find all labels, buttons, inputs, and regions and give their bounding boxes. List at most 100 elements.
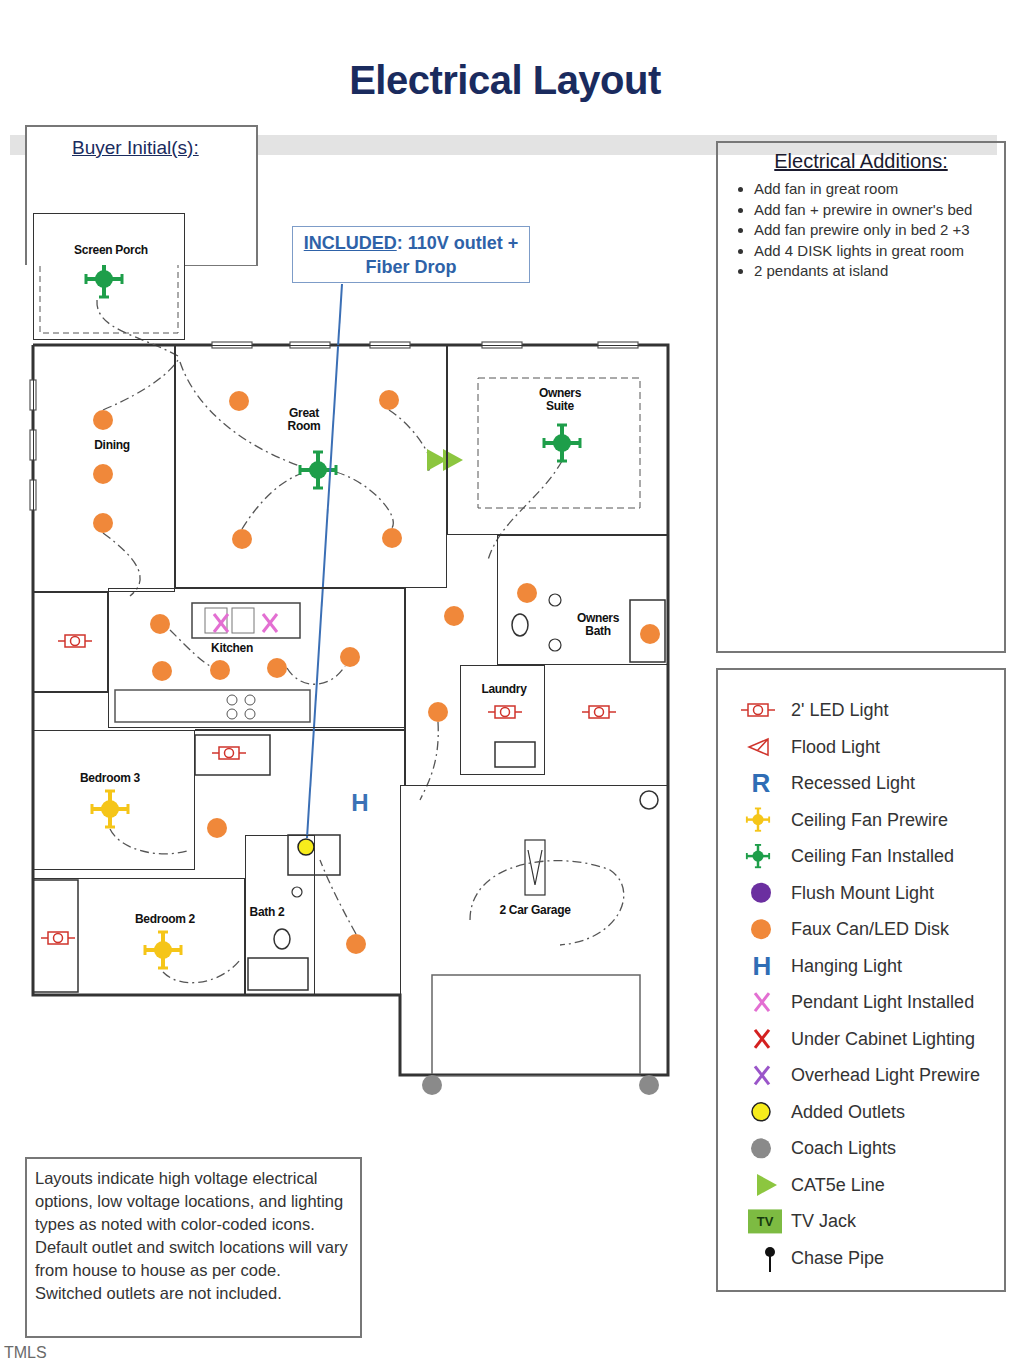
wall-lines: [640, 791, 658, 809]
wall-lines: [227, 709, 237, 719]
switch-wiring: [320, 860, 356, 934]
wall-lines: [630, 600, 665, 662]
plan-fixtures: [207, 818, 227, 838]
room-area: Owners Bath: [497, 535, 668, 665]
legend-swatch-group: [752, 1103, 770, 1121]
label-anchor: R: [752, 769, 771, 797]
plan-fixtures: [58, 635, 92, 647]
room-label: Owners Suite: [534, 387, 586, 413]
wall-lines: [245, 709, 255, 719]
room-area: Bedroom 3: [33, 730, 195, 870]
wall-lines: [195, 735, 270, 775]
room-label: Screen Porch: [73, 244, 149, 257]
legend-text: Ceiling Fan Prewire: [791, 810, 948, 830]
plan-fixtures: [267, 658, 287, 678]
wall-lines: [274, 929, 290, 949]
plan-fixtures: [229, 391, 249, 411]
plan-fixtures: [93, 410, 113, 430]
wall-lines: [288, 835, 340, 875]
plan-fixtures: [640, 624, 660, 644]
wall-lines: [549, 639, 561, 651]
plan-fixtures: [379, 390, 399, 410]
switch-wiring: [170, 630, 210, 666]
switch-wiring: [488, 461, 562, 560]
switch-wiring: [163, 960, 240, 983]
wall-lines: [192, 603, 300, 638]
wall-lines: [512, 614, 528, 636]
legend-row: Ceiling Fan Installed: [718, 838, 1004, 875]
watermark: TMLS: [4, 1344, 47, 1362]
switch-wiring: [420, 722, 438, 800]
legend-row: Pendant Light Installed: [718, 984, 1004, 1021]
legend-text: Pendant Light Installed: [791, 992, 974, 1012]
legend-icons: [747, 845, 769, 867]
plan-fixtures: [214, 614, 228, 632]
legend-icons: [749, 739, 768, 755]
plan-fixtures: [422, 1075, 442, 1095]
legend-row: Flush Mount Light: [718, 875, 1004, 912]
legend-row: Flood Light: [718, 729, 1004, 766]
plan-fixtures: [444, 606, 464, 626]
plan-fixtures: [145, 932, 181, 968]
title-bar: Electrical Layout: [0, 57, 1010, 103]
bullet-item: Add fan in great room: [754, 179, 1004, 200]
plan-fixtures: [443, 449, 463, 471]
room-label: Bedroom 3: [79, 772, 141, 785]
room-label: Dining: [93, 439, 131, 452]
room-area: Kitchen: [108, 588, 405, 728]
legend-row: CAT5e Line: [718, 1167, 1004, 1204]
note-box: Layouts indicate high voltage electrical…: [25, 1157, 362, 1338]
legend-text: Recessed Light: [791, 773, 915, 793]
wall-lines: [495, 742, 535, 767]
bullet-item: Add fan prewire only in bed 2 +3: [754, 220, 1004, 241]
wall-lines: [33, 592, 108, 692]
room-label: Kitchen: [210, 642, 254, 655]
wall-lines: [232, 608, 254, 633]
legend-row: Chase Pipe: [718, 1240, 1004, 1277]
bullet-item: 2 pendants at island: [754, 261, 1004, 282]
room-label: Bath 2: [249, 906, 286, 919]
plan-fixtures: [544, 425, 580, 461]
plan-fixtures: [41, 932, 75, 944]
legend-row: Under Cabinet Lighting: [718, 1021, 1004, 1058]
legend-icons: [769, 1252, 771, 1272]
legend-text: Under Cabinet Lighting: [791, 1029, 975, 1049]
legend-icons: [757, 1174, 777, 1196]
room-label: Bedroom 2: [134, 913, 196, 926]
room-area: 2 Car Garage: [400, 785, 668, 1075]
legend-swatches: [748, 883, 782, 1234]
plan-fixtures: [86, 261, 122, 297]
bullet-list: Add fan in great roomAdd fan + prewire i…: [718, 179, 1004, 282]
wall-lines: [528, 850, 542, 885]
label-anchor: H: [351, 790, 368, 816]
legend-swatch-group: [751, 883, 771, 903]
room-area: Bath 2: [245, 835, 315, 995]
initials-heading: Buyer Initial(s):: [72, 136, 199, 160]
wall-lines: [33, 880, 78, 992]
wall-lines: [33, 345, 668, 1075]
switch-wiring: [97, 300, 624, 983]
legend-panel: 2' LED LightFlood LightRecessed LightCei…: [716, 668, 1006, 1292]
plan-fixtures: [382, 528, 402, 548]
symbol-letter: R: [752, 769, 771, 797]
plan-fixtures: [210, 660, 230, 680]
room-area: Owners Suite: [447, 345, 668, 535]
switch-wiring: [389, 410, 432, 470]
room-area: Dining: [33, 345, 175, 592]
callout-leader: [307, 284, 342, 838]
label-anchor: H: [753, 952, 772, 980]
panel-heading: Electrical Additions:: [718, 149, 1004, 173]
bullet-item: Add fan + prewire in owner's bed: [754, 200, 1004, 221]
legend-text: TV Jack: [791, 1211, 856, 1231]
legend-text: Ceiling Fan Installed: [791, 846, 954, 866]
callout-text: INCLUDED: 110V outlet + Fiber Drop: [299, 231, 523, 279]
legend-swatch: [751, 1138, 771, 1158]
plan-fixtures: [346, 934, 366, 954]
plan-fixtures: [150, 614, 170, 634]
wall-lines: [245, 695, 255, 705]
plan-fixtures: [488, 706, 522, 718]
wall-lines: [115, 690, 310, 722]
legend-text: Coach Lights: [791, 1138, 896, 1158]
plan-fixtures: [582, 706, 616, 718]
switch-wiring: [110, 829, 190, 854]
